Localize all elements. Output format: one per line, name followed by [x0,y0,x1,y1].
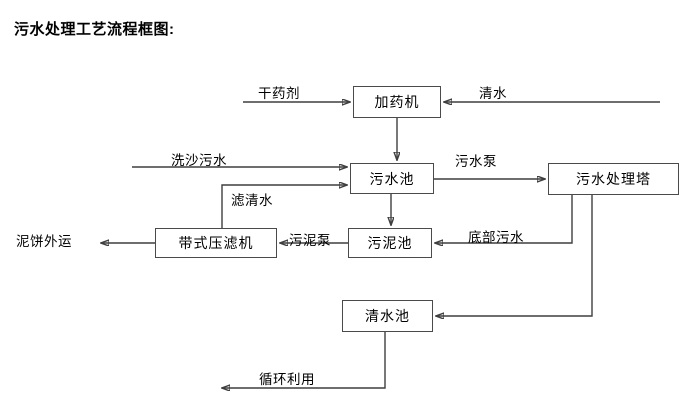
edge-label-mud-cake-out: 泥饼外运 [16,234,72,249]
edge-label-wastewater-pump: 污水泵 [455,154,497,169]
edge-label-dry-chemical: 干药剂 [258,86,300,101]
node-clear-water-pool[interactable]: 清水池 [342,300,433,332]
edge-label-recycle-reuse: 循环利用 [259,372,315,387]
node-treatment-tower[interactable]: 污水处理塔 [548,163,679,195]
node-sludge-pool[interactable]: 污泥池 [348,228,432,258]
node-belt-filter-press[interactable]: 带式压滤机 [155,228,277,258]
wire-filtered-water-to-wastewater-pool [221,185,347,228]
node-wastewater-pool[interactable]: 污水池 [350,163,434,194]
edge-label-clean-water-in: 清水 [479,86,507,101]
edge-label-sand-wash-water: 洗沙污水 [171,153,227,168]
edge-label-bottom-wastewater: 底部污水 [468,230,524,245]
node-dosing-machine[interactable]: 加药机 [353,86,441,118]
edge-label-sludge-pump: 污泥泵 [289,233,331,248]
page-title: 污水处理工艺流程框图: [14,21,175,38]
edge-label-filtered-water: 滤清水 [231,193,273,208]
wire-tower-bottom-to-sludge-pool [435,195,573,243]
wire-tower-to-clear-water-pool [436,195,593,316]
wire-clear-water-pool-recycle [222,332,386,388]
